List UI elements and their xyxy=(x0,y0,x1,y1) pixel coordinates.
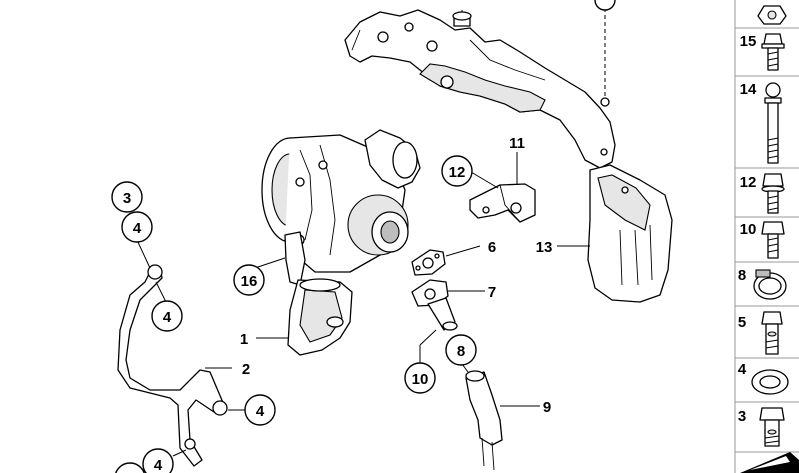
svg-text:3: 3 xyxy=(123,190,131,207)
callout-11: 11 xyxy=(509,135,525,152)
callout-9: 9 xyxy=(543,399,551,416)
callout-1: 1 xyxy=(240,331,248,348)
svg-text:8: 8 xyxy=(457,343,465,360)
callout-10: 10 xyxy=(404,362,436,394)
oil-return-hose[interactable] xyxy=(465,370,503,471)
corner-logo-icon xyxy=(740,452,799,473)
sidebar-item-8[interactable]: 8 xyxy=(738,267,787,300)
sealing-ring-icon xyxy=(751,369,789,395)
hex-nut-icon xyxy=(757,5,787,25)
svg-text:4: 4 xyxy=(133,220,142,237)
callout-4c: 4 xyxy=(244,394,276,426)
oil-feed-line[interactable] xyxy=(117,264,228,467)
svg-text:5: 5 xyxy=(738,314,746,331)
callout-4b: 4 xyxy=(151,300,183,332)
heat-shield-bracket[interactable] xyxy=(344,9,673,303)
parts-sidebar: 15 14 12 xyxy=(734,0,799,473)
svg-text:11: 11 xyxy=(509,135,525,152)
callout-13: 13 xyxy=(536,239,553,256)
hollow-bolt-icon xyxy=(759,407,785,447)
top-fasteners xyxy=(452,0,616,27)
svg-text:2: 2 xyxy=(242,361,250,378)
svg-text:1: 1 xyxy=(240,331,248,348)
sidebar-item-4[interactable]: 4 xyxy=(738,361,789,395)
catalytic-converter[interactable] xyxy=(287,278,353,356)
svg-text:4: 4 xyxy=(738,361,747,378)
sidebar-item-12[interactable]: 12 xyxy=(740,173,785,214)
svg-text:4: 4 xyxy=(163,309,172,326)
turbocharger[interactable] xyxy=(261,129,421,286)
bolt-flange-icon xyxy=(761,33,785,71)
svg-text:12: 12 xyxy=(449,164,466,181)
leader-lines xyxy=(136,8,606,457)
bolt-with-washer-icon xyxy=(761,173,785,214)
sidebar-item-5[interactable]: 5 xyxy=(738,311,783,355)
svg-text:6: 6 xyxy=(488,239,496,256)
svg-text:10: 10 xyxy=(740,221,757,238)
callout-4d: 4 xyxy=(115,448,174,473)
callout-2: 2 xyxy=(242,361,250,378)
svg-text:14: 14 xyxy=(740,81,757,98)
support-bracket[interactable] xyxy=(469,183,536,223)
oil-line-gasket[interactable] xyxy=(411,249,446,276)
svg-text:8: 8 xyxy=(738,267,746,284)
svg-text:3: 3 xyxy=(738,408,746,425)
sidebar-item-14[interactable]: 14 xyxy=(740,81,782,164)
callout-8: 8 xyxy=(445,334,477,366)
svg-text:9: 9 xyxy=(543,399,551,416)
callout-6: 6 xyxy=(488,239,496,256)
callout-3: 3 xyxy=(111,181,143,213)
svg-text:7: 7 xyxy=(488,284,496,301)
svg-text:15: 15 xyxy=(740,33,757,50)
svg-text:4: 4 xyxy=(154,457,163,473)
sidebar-item-15[interactable]: 15 xyxy=(740,33,785,71)
oil-return-flange[interactable] xyxy=(411,279,458,331)
hex-bolt-icon xyxy=(761,221,785,259)
svg-text:13: 13 xyxy=(536,239,553,256)
callout-12: 12 xyxy=(441,155,473,187)
sidebar-item-10[interactable]: 10 xyxy=(740,221,785,259)
svg-text:12: 12 xyxy=(740,174,757,191)
callout-7: 7 xyxy=(488,284,496,301)
hose-clamp-icon xyxy=(753,269,787,300)
callout-16: 16 xyxy=(233,264,265,296)
ball-stud-icon xyxy=(764,82,782,164)
svg-text:16: 16 xyxy=(241,273,258,290)
sidebar-item-3[interactable]: 3 xyxy=(738,407,785,447)
svg-text:4: 4 xyxy=(256,403,265,420)
callout-4a: 4 xyxy=(121,211,153,243)
banjo-bolt-icon xyxy=(761,311,783,355)
svg-text:10: 10 xyxy=(412,371,429,388)
